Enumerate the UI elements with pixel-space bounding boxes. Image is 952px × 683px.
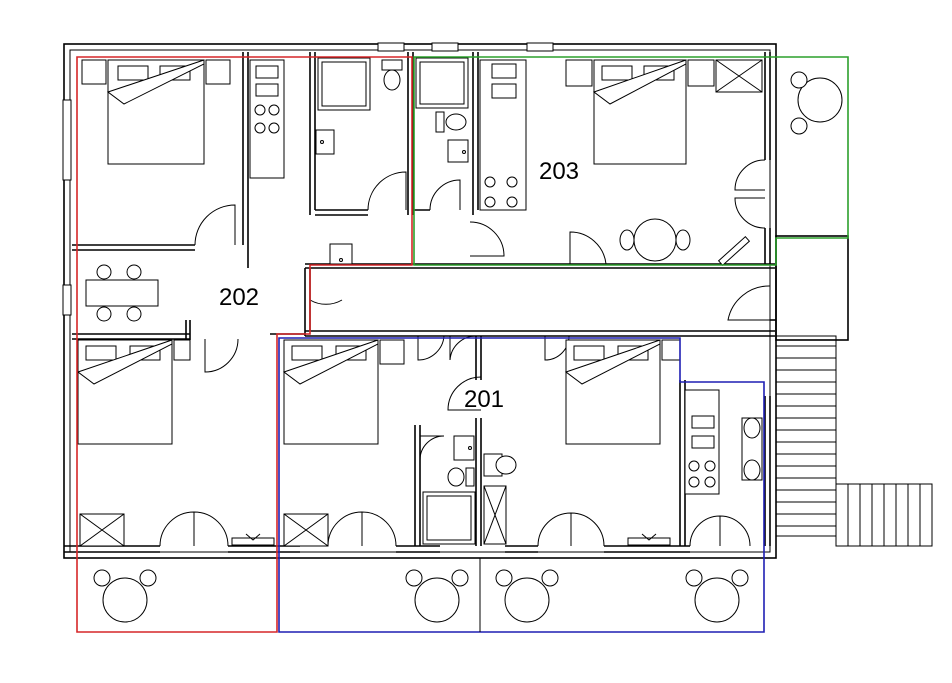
bed [564,339,681,445]
balcony-table [93,569,157,623]
balcony-table [790,71,843,135]
wardrobe [283,513,329,547]
bed [282,339,405,445]
building-walls [62,42,849,559]
bathroom [415,57,469,163]
radiator [717,236,751,266]
unit-201-outline [278,337,765,633]
unit-201-label: 201 [464,386,504,413]
kitchen-counter [479,59,527,211]
unit-202-label: 202 [219,284,259,311]
bathroom [422,435,517,545]
unit-202-outline [76,56,413,633]
balcony-table [495,569,559,623]
radiator [627,533,671,546]
unit-203-label: 203 [539,158,579,185]
bathroom [315,57,403,265]
unit-203-outline [413,56,849,266]
kitchen-counter [249,59,285,179]
radiator [231,533,275,546]
bed [81,59,231,165]
dining-table [85,264,159,322]
wardrobe [79,513,125,547]
balcony-table [685,569,749,623]
staircase [775,335,933,547]
balcony-table [405,569,469,623]
dining-table [741,417,763,481]
dining-table [619,218,691,262]
bed [76,339,191,445]
doors [159,159,771,547]
bed [565,59,715,165]
kitchen-counter [684,389,720,495]
wardrobe [715,59,763,93]
